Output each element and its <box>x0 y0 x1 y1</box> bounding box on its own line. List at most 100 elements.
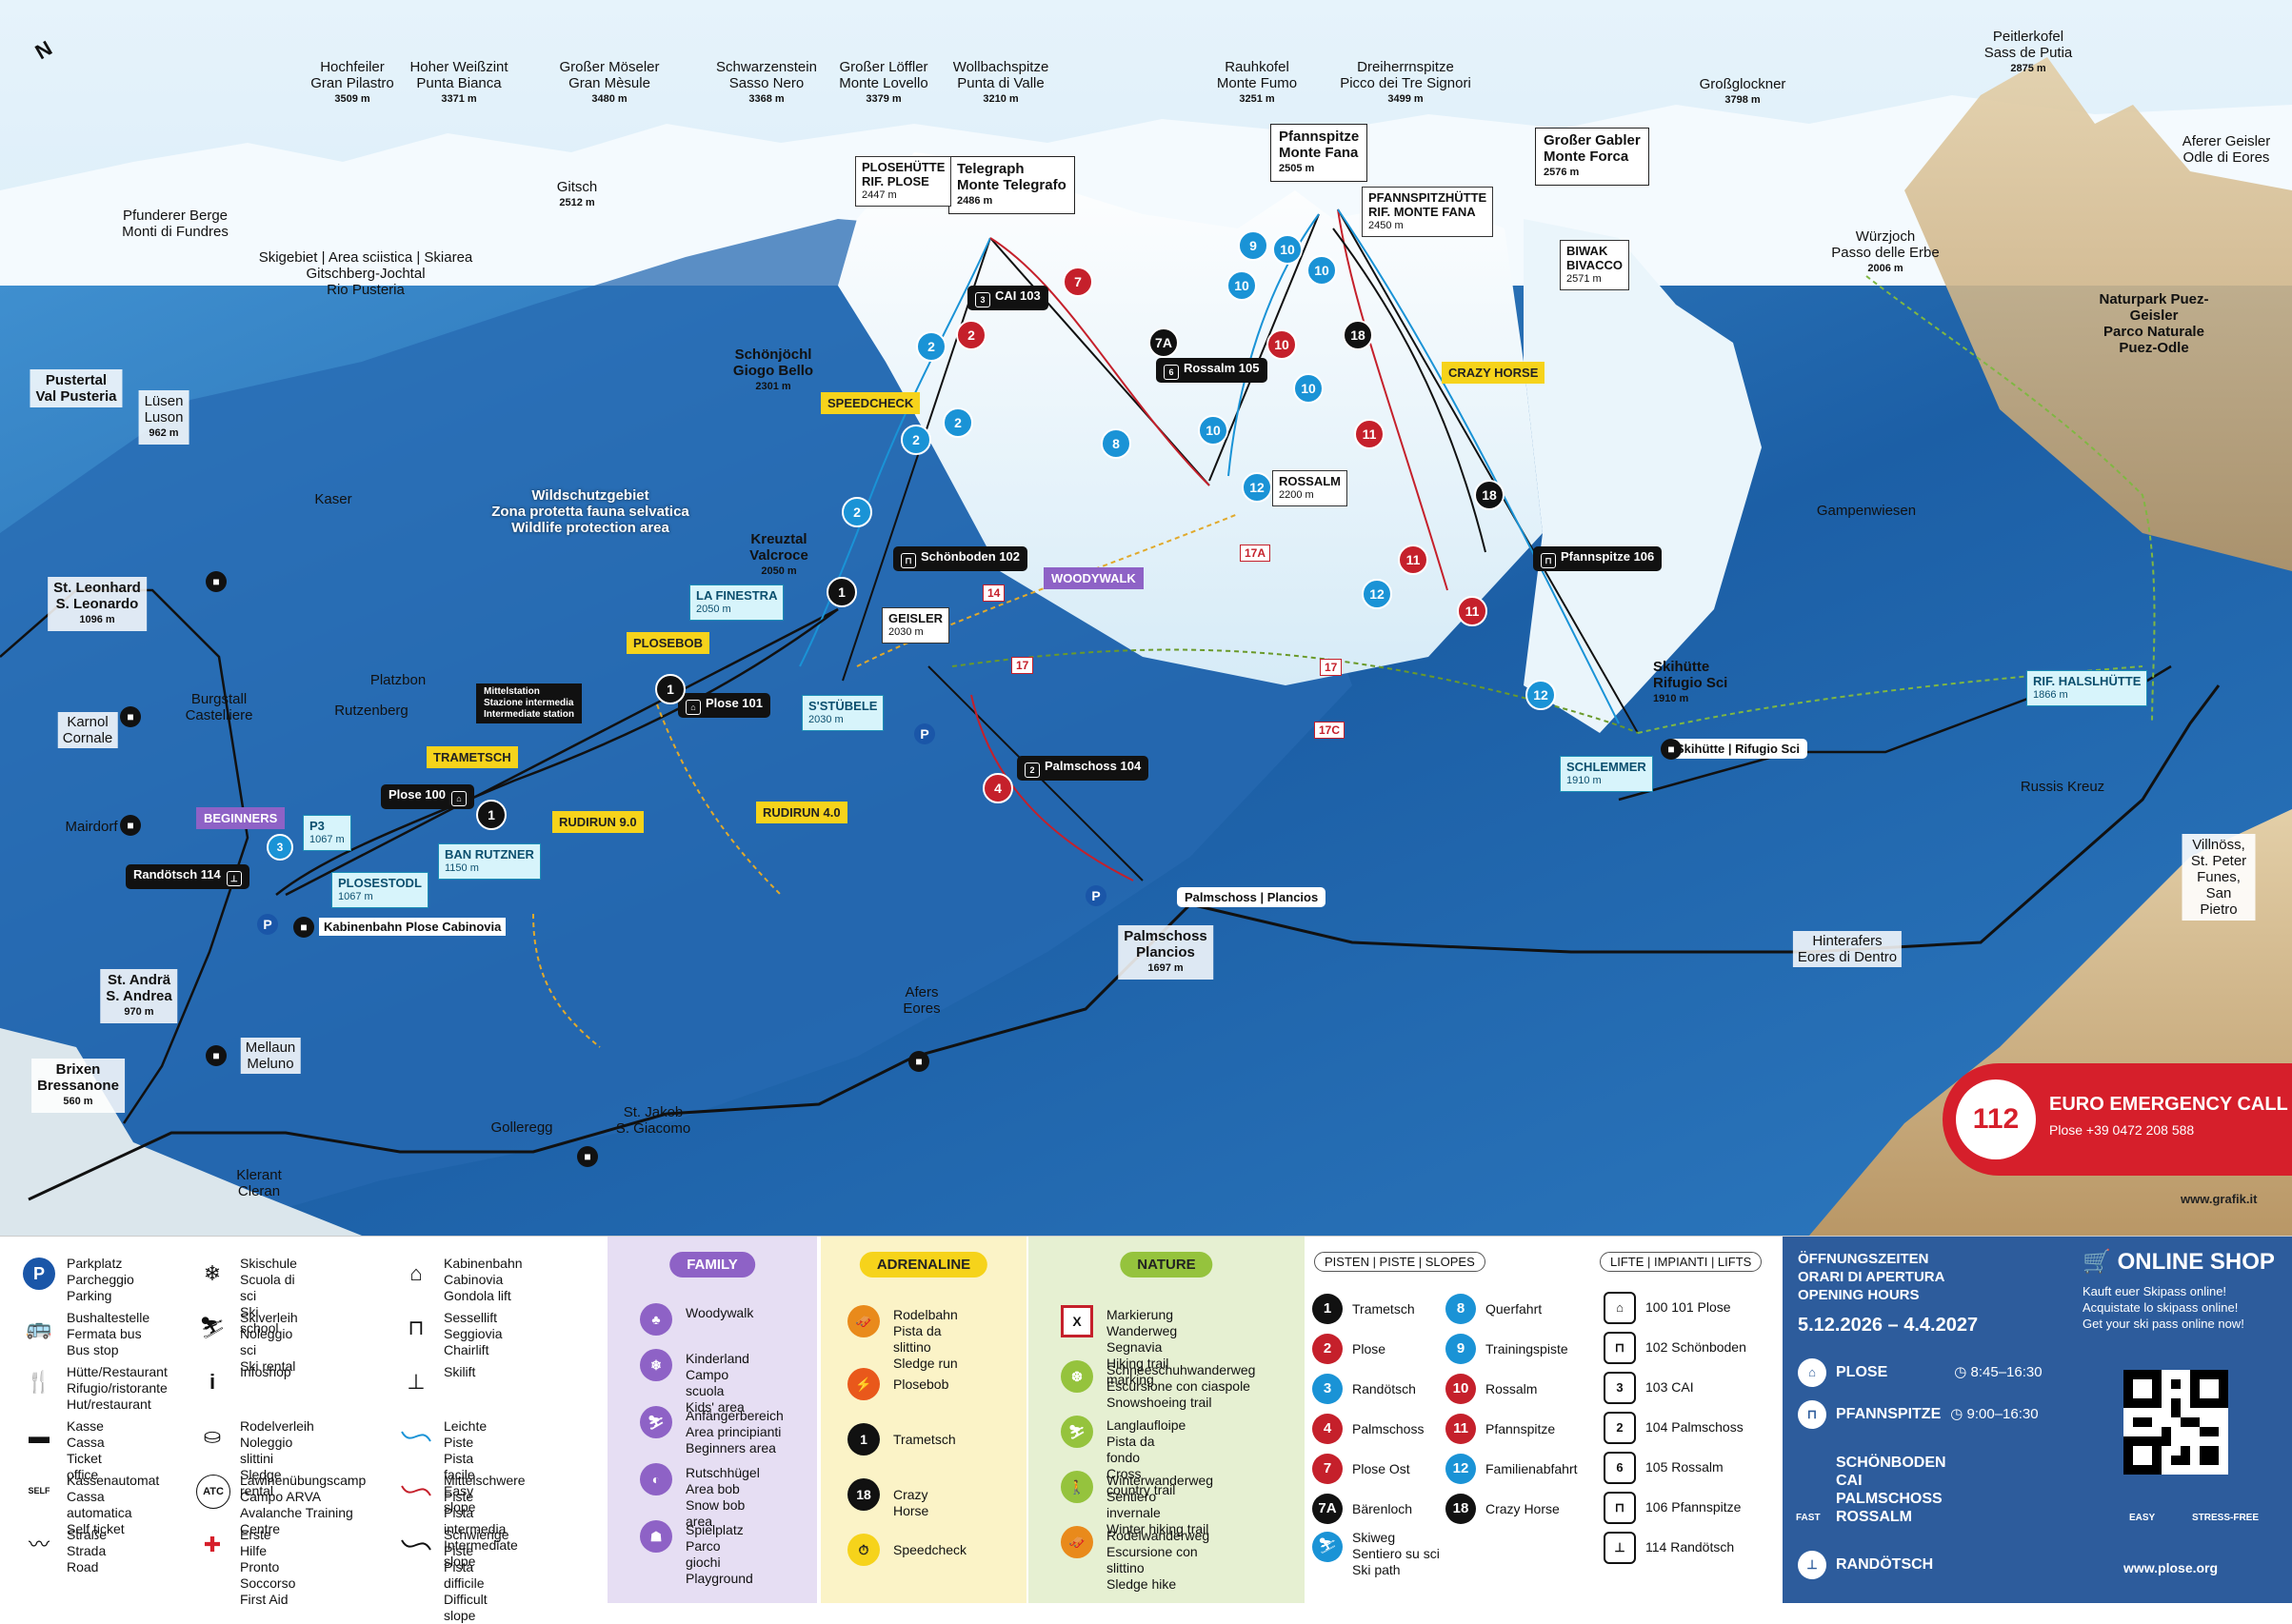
qr-code[interactable] <box>2123 1370 2228 1475</box>
slope-number-icon: 8 <box>1445 1294 1476 1324</box>
piste-marker-10[interactable]: 10 <box>1293 373 1324 404</box>
online-shop[interactable]: 🛒 ONLINE SHOP Kauft euer Skipass online!… <box>2083 1248 2275 1332</box>
lift-type-icon: ⊥ <box>1604 1532 1636 1564</box>
skiweg-icon: ⛷ <box>1312 1532 1343 1562</box>
piste-marker-2[interactable]: 2 <box>916 331 947 362</box>
website-url[interactable]: www.plose.org <box>2123 1560 2219 1575</box>
piste-marker-9[interactable]: 9 <box>1238 230 1268 261</box>
piste-marker-2[interactable]: 2 <box>842 497 872 527</box>
piste-marker-2[interactable]: 2 <box>901 425 931 455</box>
badge-woodywalk[interactable]: WOODYWALK <box>1044 567 1144 589</box>
piste-marker-4[interactable]: 4 <box>983 773 1013 803</box>
piste-marker-1[interactable]: 1 <box>476 800 507 830</box>
piste-marker-18[interactable]: 18 <box>1343 320 1373 350</box>
slope-name: Plose <box>1352 1341 1386 1357</box>
slope-number-icon: 18 <box>1445 1494 1476 1524</box>
chairlift-icon: ⊓ <box>901 553 916 568</box>
lift-label-randoetsch114[interactable]: Randötsch 114⊥ <box>126 864 249 889</box>
slope-name: Palmschoss <box>1352 1421 1425 1436</box>
badge-speedcheck[interactable]: SPEEDCHECK <box>821 392 921 414</box>
online-shop-title[interactable]: 🛒 ONLINE SHOP <box>2083 1249 2275 1275</box>
piste-marker-2[interactable]: 2 <box>943 407 973 438</box>
piste-marker-12[interactable]: 12 <box>1242 472 1272 503</box>
badge-plosebob[interactable]: PLOSEBOB <box>627 632 709 654</box>
piste-marker-11[interactable]: 11 <box>1354 419 1385 449</box>
piste-marker-10[interactable]: 10 <box>1306 255 1337 286</box>
lift-label-kabinenbahn[interactable]: ■Kabinenbahn Plose Cabinovia <box>286 914 513 941</box>
slope-name: Bärenloch <box>1352 1501 1413 1516</box>
piste-marker-10[interactable]: 10 <box>1198 415 1228 446</box>
badge-trametsch[interactable]: TRAMETSCH <box>427 746 518 768</box>
woodywalk-icon: ♣ <box>640 1303 672 1336</box>
piste-marker-10[interactable]: 10 <box>1226 270 1257 301</box>
piste-marker-18[interactable]: 18 <box>1474 480 1505 510</box>
lift-label-pfannspitze106[interactable]: ⊓Pfannspitze 106 <box>1533 546 1663 571</box>
skiweg-legend: Skiweg Sentiero su sci Ski path <box>1352 1530 1440 1577</box>
place-label: Karnol Cornale <box>57 712 118 748</box>
badge-beginners[interactable]: BEGINNERS <box>196 807 286 829</box>
piste-marker-10[interactable]: 10 <box>1266 329 1297 360</box>
stop-skihuette[interactable]: Skihütte | Rifugio Sci <box>1668 739 1808 759</box>
badge-rudirun4[interactable]: RUDIRUN 4.0 <box>756 802 847 823</box>
trail-rodel <box>532 913 601 1048</box>
lift-rossalm <box>1208 213 1320 482</box>
restaurant-icon: 🍴 <box>26 1370 52 1394</box>
piste-marker-11[interactable]: 11 <box>1457 596 1487 626</box>
piste-marker-1[interactable]: 1 <box>655 674 686 704</box>
piste-marker-2[interactable]: 2 <box>956 320 987 350</box>
piste-marker-10[interactable]: 10 <box>1272 234 1303 265</box>
piste-marker-8[interactable]: 8 <box>1101 428 1131 459</box>
piste-marker-12[interactable]: 12 <box>1362 579 1392 609</box>
slopes-header: PISTEN | PISTE | SLOPES <box>1314 1252 1485 1272</box>
feature-stress-free: STRESS-FREE <box>2192 1513 2260 1523</box>
piste-marker-7a[interactable]: 7A <box>1148 327 1179 358</box>
piste-red-4 <box>970 694 1134 881</box>
piste-marker-3[interactable]: 3 <box>267 834 293 861</box>
hours-title: ÖFFNUNGSZEITEN ORARI DI APERTURA OPENING… <box>1798 1251 1945 1303</box>
bus-icon: ■ <box>206 1045 227 1066</box>
easy-slope-line-icon <box>400 1420 432 1453</box>
online-shop-text: Kauft euer Skipass online! Acquistate lo… <box>2083 1284 2244 1331</box>
piste-marker-11[interactable]: 11 <box>1398 545 1428 575</box>
piste-marker-1[interactable]: 1 <box>827 577 857 607</box>
slope-number-icon: 3 <box>1312 1374 1343 1404</box>
piste-marker-12[interactable]: 12 <box>1525 680 1556 710</box>
lift-name: 102 Schönboden <box>1645 1339 1746 1355</box>
lift-label-plose100[interactable]: Plose 100⌂ <box>381 784 474 809</box>
trail-marker-17c: 17C <box>1314 722 1345 739</box>
badge-rudirun9[interactable]: RUDIRUN 9.0 <box>552 811 644 833</box>
chairlift-icon: ⊓ <box>1798 1400 1826 1429</box>
legend-family: FAMILY ♣Woodywalk ❄Kinderland Campo scuo… <box>608 1237 817 1603</box>
parking-icon: P <box>23 1258 55 1290</box>
lift-label-schoenboden102[interactable]: ⊓Schönboden 102 <box>893 546 1028 571</box>
stop-palmschoss[interactable]: Palmschoss | Plancios <box>1177 887 1326 907</box>
badge-crazy-horse[interactable]: CRAZY HORSE <box>1442 362 1545 384</box>
lift-label-mittelstation: Mittelstation Stazione intermedia Interm… <box>476 683 583 723</box>
lift-label-plose101[interactable]: ⌂Plose 101 <box>678 693 770 718</box>
piste-marker-7[interactable]: 7 <box>1063 267 1093 297</box>
family-header: FAMILY <box>669 1252 755 1277</box>
